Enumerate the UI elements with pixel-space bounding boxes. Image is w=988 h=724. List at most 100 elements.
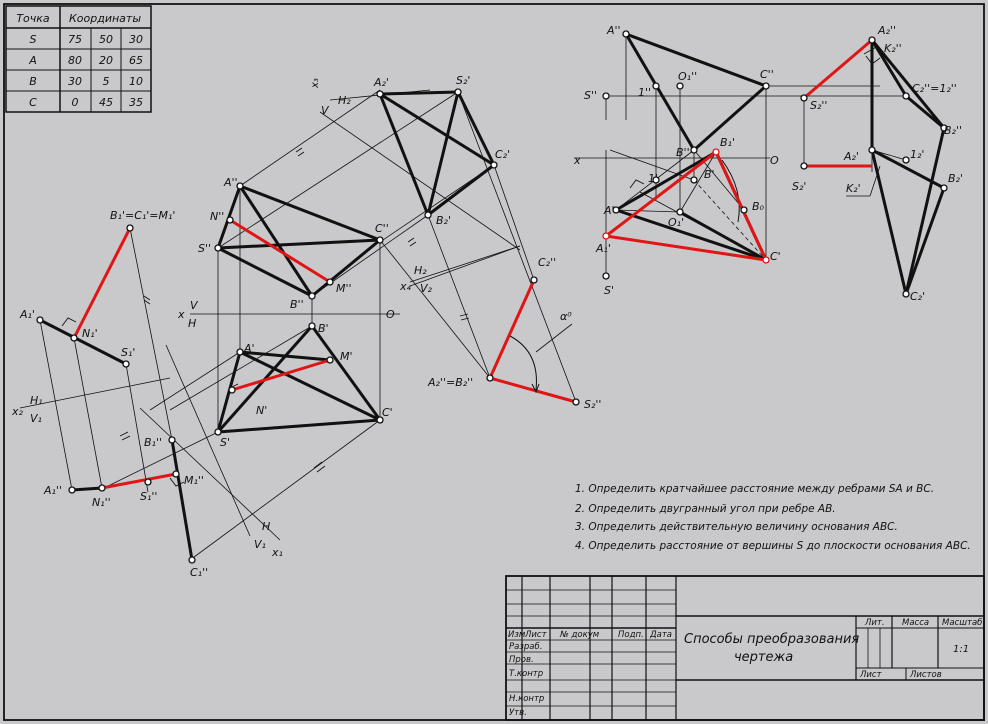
svg-text:50: 50: [99, 33, 113, 46]
svg-text:H: H: [262, 520, 270, 533]
svg-text:75: 75: [68, 33, 82, 46]
col-list: Лист: [524, 630, 548, 640]
row-nkontr: Н.контр: [509, 694, 544, 704]
svg-text:N': N': [256, 404, 267, 417]
col-masshtab: Масштаб: [942, 618, 982, 628]
svg-text:B: B: [29, 75, 37, 88]
svg-text:C₂': C₂': [495, 148, 510, 161]
svg-text:H: H: [188, 317, 196, 330]
sheet-frame: [3, 3, 985, 721]
scale-value: 1:1: [953, 644, 969, 655]
main-construction: A₁' N₁' S₁' B₁'=C₁'=M₁' x₂ H₁ V₁ A₁'' N₁…: [11, 74, 601, 579]
svg-text:S₂'': S₂'': [584, 398, 601, 411]
col-sheets: Листов: [909, 670, 942, 680]
projection-points: [36, 88, 580, 564]
svg-text:K₂'': K₂'': [884, 42, 902, 55]
svg-text:S₂': S₂': [456, 74, 470, 87]
right-points: [602, 30, 948, 298]
drawing-title-line1: Способы преобразования: [684, 632, 859, 647]
svg-text:C₂'': C₂'': [538, 256, 556, 269]
table-row: B 30 5 10: [29, 75, 143, 88]
svg-text:N₁': N₁': [82, 327, 98, 340]
svg-text:A': A': [243, 342, 255, 355]
svg-text:A₂': A₂': [843, 150, 859, 163]
table-header-coords: Координаты: [69, 12, 141, 25]
svg-text:H₂: H₂: [338, 94, 351, 107]
table-row: A 80 20 65: [28, 54, 143, 67]
task-item: 4. Определить расстояние от вершины S до…: [575, 540, 971, 552]
task-item: 3. Определить действительную величину ос…: [575, 521, 898, 533]
svg-text:10: 10: [129, 75, 143, 88]
svg-text:80: 80: [68, 54, 82, 67]
svg-text:35: 35: [129, 96, 143, 109]
svg-text:V: V: [321, 104, 330, 117]
point-labels: A₁' N₁' S₁' B₁'=C₁'=M₁' x₂ H₁ V₁ A₁'' N₁…: [11, 74, 601, 579]
svg-text:B₂': B₂': [948, 172, 963, 185]
svg-text:A'': A'': [606, 24, 621, 37]
svg-text:S'': S'': [198, 242, 211, 255]
svg-text:B'': B'': [676, 146, 690, 159]
svg-text:α⁰: α⁰: [560, 310, 572, 323]
svg-text:H₂: H₂: [414, 264, 427, 277]
svg-text:M'': M'': [336, 282, 352, 295]
svg-text:O₁': O₁': [668, 216, 684, 229]
svg-text:S₂'': S₂'': [810, 99, 827, 112]
svg-text:C': C': [770, 250, 781, 263]
svg-text:20: 20: [99, 54, 113, 67]
title-block: Способы преобразования чертежа Изм Лист …: [505, 575, 985, 721]
row-tkontr: Т.контр: [509, 669, 543, 679]
svg-text:H₁: H₁: [30, 394, 43, 407]
svg-text:1': 1': [648, 172, 658, 185]
task-item: 1. Определить кратчайшее расстояние межд…: [575, 483, 934, 495]
svg-text:S'': S'': [584, 89, 597, 102]
svg-text:A₁': A₁': [595, 242, 611, 255]
svg-text:S₁': S₁': [121, 346, 135, 359]
svg-text:C': C': [382, 406, 393, 419]
svg-text:S₁'': S₁'': [140, 490, 157, 503]
svg-text:K₂': K₂': [846, 182, 861, 195]
svg-text:0: 0: [72, 96, 79, 109]
svg-text:S: S: [30, 33, 37, 46]
col-lit: Лит.: [864, 618, 885, 628]
svg-text:A: A: [28, 54, 37, 67]
svg-text:O₁'': O₁'': [678, 70, 697, 83]
col-izm: Изм: [508, 630, 526, 640]
svg-text:S': S': [604, 284, 614, 297]
svg-text:M₁'': M₁'': [184, 474, 204, 487]
svg-text:x₂: x₂: [11, 405, 24, 418]
svg-text:S': S': [220, 436, 230, 449]
svg-text:x: x: [177, 308, 185, 321]
svg-text:B₂'': B₂'': [944, 124, 962, 137]
svg-text:x: x: [573, 154, 581, 167]
svg-text:C'': C'': [760, 68, 774, 81]
svg-text:30: 30: [68, 75, 82, 88]
task-list: 1. Определить кратчайшее расстояние межд…: [575, 483, 971, 552]
svg-text:O: O: [770, 154, 779, 167]
row-razrab: Разраб.: [509, 642, 542, 652]
right-construction: A'' A₂'' K₂'' O₁'' C'' S'' 1'' S₂'' C₂''…: [573, 24, 963, 303]
svg-text:x₄: x₄: [399, 280, 412, 293]
svg-text:A₁': A₁': [19, 308, 35, 321]
svg-text:1'': 1'': [638, 86, 651, 99]
svg-text:O: O: [386, 308, 395, 321]
svg-text:A₁'': A₁'': [43, 484, 62, 497]
svg-text:V: V: [190, 299, 199, 312]
svg-text:S₂': S₂': [792, 180, 806, 193]
svg-text:N₁'': N₁'': [92, 496, 111, 509]
svg-text:B₀: B₀: [752, 200, 765, 213]
svg-text:A'': A'': [223, 176, 238, 189]
right-labels: A'' A₂'' K₂'' O₁'' C'' S'' 1'' S₂'' C₂''…: [573, 24, 963, 303]
col-massa: Масса: [902, 618, 929, 628]
svg-text:B'': B'': [290, 298, 304, 311]
svg-text:5: 5: [103, 75, 110, 88]
col-sheet: Лист: [859, 670, 883, 680]
row-utv: Утв.: [509, 708, 527, 718]
col-data: Дата: [649, 630, 672, 640]
svg-text:B₁': B₁': [720, 136, 735, 149]
svg-text:B₁'': B₁'': [144, 436, 162, 449]
svg-text:A': A': [603, 204, 615, 217]
svg-text:V₁: V₁: [30, 412, 42, 425]
drawing-title-line2: чертежа: [734, 650, 793, 665]
col-podp: Подп.: [618, 630, 644, 640]
svg-text:C: C: [29, 96, 37, 109]
